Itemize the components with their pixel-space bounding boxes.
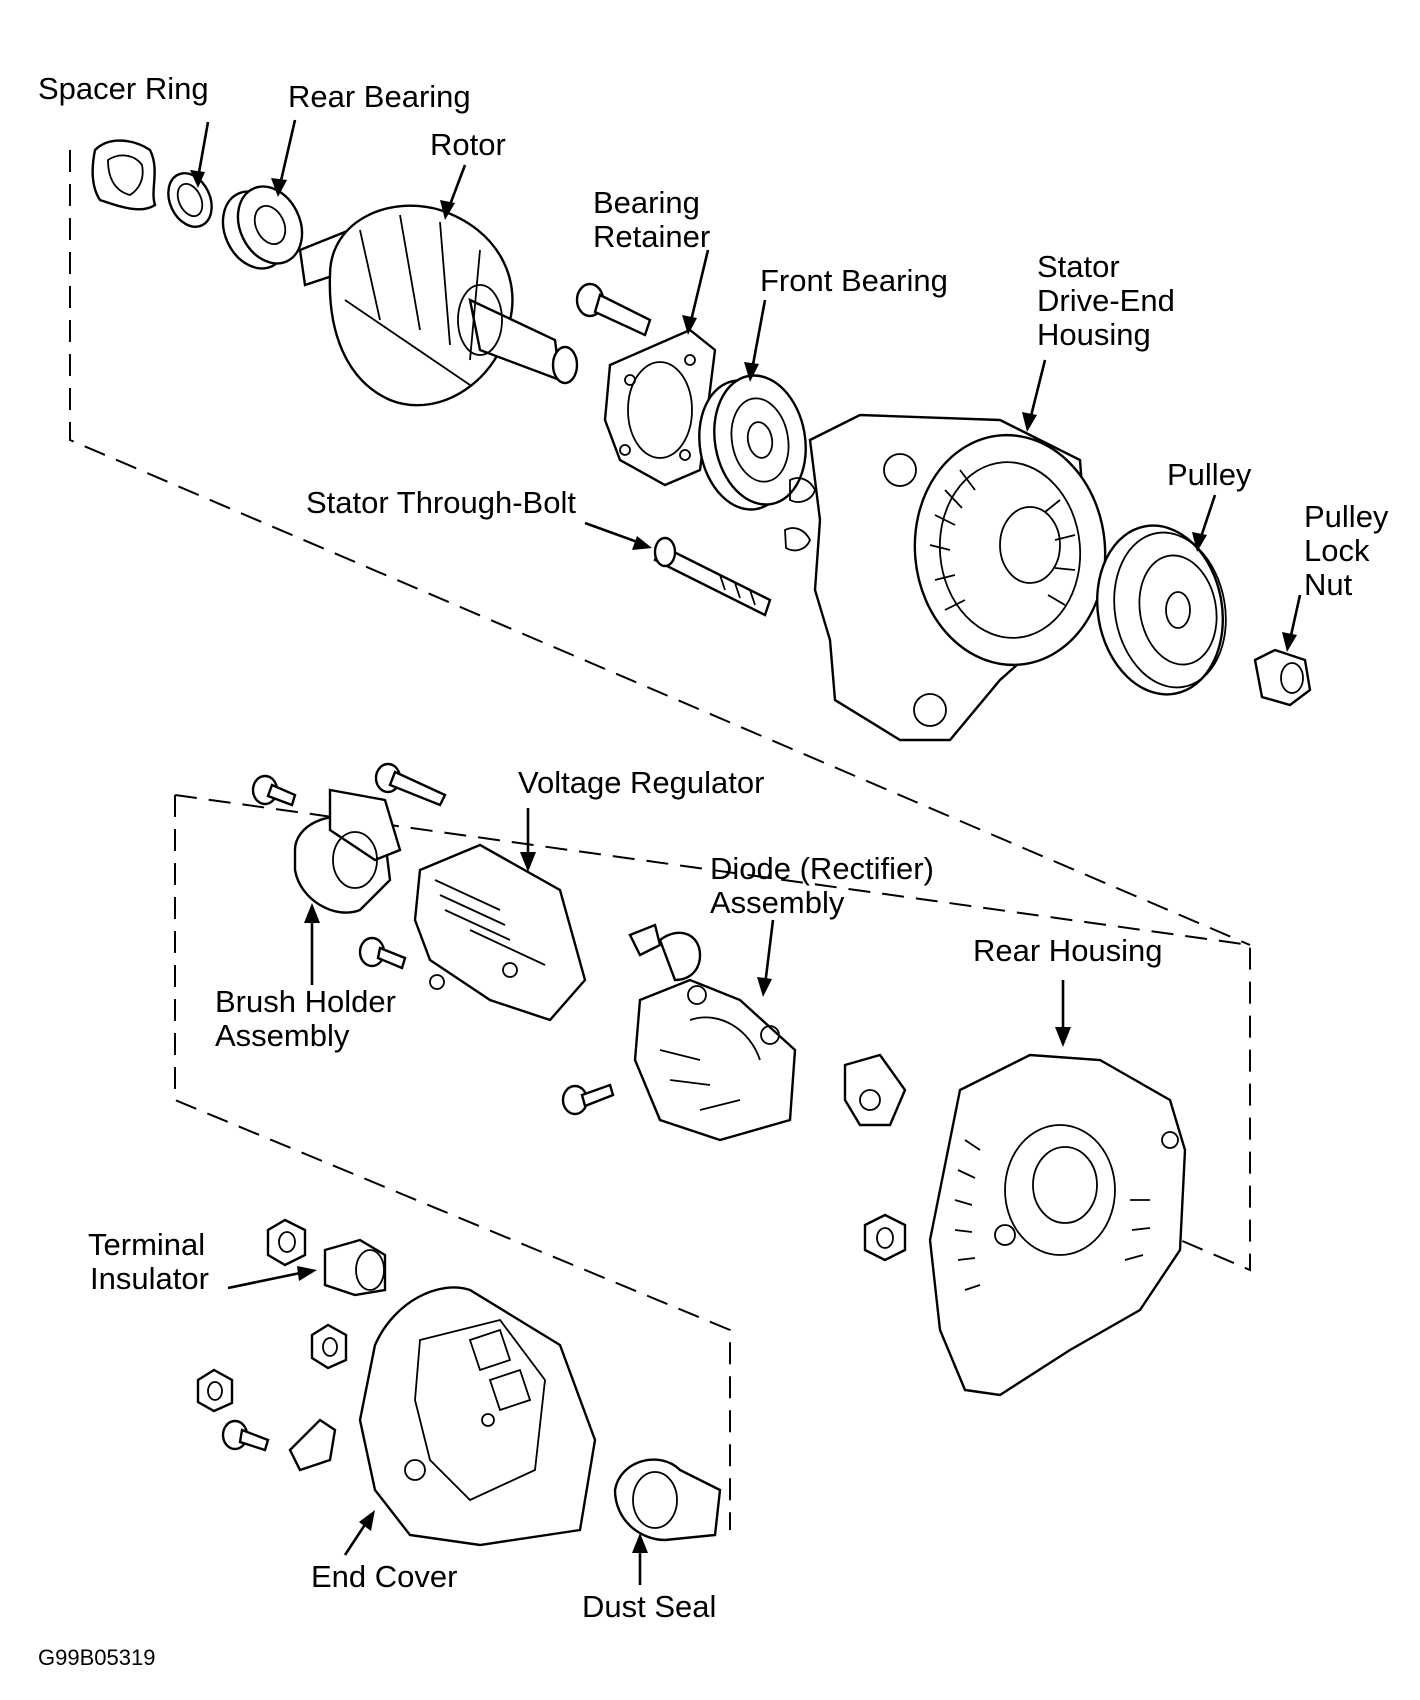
terminal-plate-part <box>843 1053 907 1127</box>
terminal-insulator-part <box>323 1238 387 1297</box>
end-cover-part <box>358 1286 597 1547</box>
label-dust-seal: Dust Seal <box>582 1589 717 1624</box>
assembly-boundary-middle <box>174 795 731 1530</box>
rotor-part <box>298 204 579 407</box>
label-bearing-retainer-line1: Bearing <box>593 185 700 220</box>
label-rotor: Rotor <box>430 127 506 162</box>
rear-ring-part <box>167 172 213 228</box>
stator-through-bolt-part <box>653 536 772 617</box>
screws-top-part <box>251 762 447 807</box>
retainer-bolt-part <box>575 282 652 337</box>
front-bearing-part <box>698 374 807 511</box>
label-stator-line2: Drive-End <box>1037 283 1175 318</box>
end-cover-nut-part <box>196 1323 348 1452</box>
end-cover-clip-part <box>288 1418 337 1472</box>
label-terminal-insulator-line1: Terminal <box>88 1227 206 1262</box>
pulley-part <box>1095 524 1227 696</box>
dust-seal-part <box>613 1458 722 1542</box>
diode-screw-part <box>561 1083 615 1116</box>
label-stator-line3: Housing <box>1037 317 1151 352</box>
voltage-regulator-part <box>413 843 587 1022</box>
label-rear-housing: Rear Housing <box>973 933 1163 968</box>
label-stator-line1: Stator <box>1037 249 1120 284</box>
stator-housing-part <box>784 413 1107 742</box>
terminal-nut-part <box>266 1218 307 1267</box>
label-pulley-lock-nut-line1: Pulley <box>1304 499 1389 534</box>
label-stator-through-bolt: Stator Through-Bolt <box>306 485 576 520</box>
label-terminal-insulator-line2: Insulator <box>90 1261 209 1296</box>
label-pulley-lock-nut-line2: Lock <box>1304 533 1370 568</box>
label-voltage-regulator: Voltage Regulator <box>518 765 765 800</box>
rear-bearing-part <box>221 185 304 270</box>
label-end-cover: End Cover <box>311 1559 458 1594</box>
label-spacer-ring: Spacer Ring <box>38 71 209 106</box>
brush-holder-part <box>293 788 402 914</box>
leader-arrows <box>190 119 1302 1585</box>
assembly-boundary-top <box>69 150 1251 946</box>
label-pulley-lock-nut-line3: Nut <box>1304 567 1353 602</box>
label-diode-line1: Diode (Rectifier) <box>710 851 934 886</box>
label-brush-holder-line1: Brush Holder <box>215 984 396 1019</box>
assembly-boundary-right <box>174 794 1251 1272</box>
label-pulley: Pulley <box>1167 457 1252 492</box>
label-rear-bearing: Rear Bearing <box>288 79 471 114</box>
figure-code: G99B05319 <box>38 1645 156 1670</box>
label-bearing-retainer-line2: Retainer <box>593 219 711 254</box>
rear-housing-part <box>928 1053 1187 1397</box>
bearing-retainer-part <box>603 328 717 487</box>
label-brush-holder-line2: Assembly <box>215 1018 350 1053</box>
pulley-lock-nut-part <box>1253 648 1312 707</box>
label-front-bearing: Front Bearing <box>760 263 948 298</box>
regulator-screw-part <box>358 936 445 990</box>
diode-rectifier-part <box>628 923 797 1142</box>
label-diode-line2: Assembly <box>710 885 845 920</box>
spacer-ring-part <box>91 139 157 211</box>
rear-housing-nut-part <box>863 1213 907 1262</box>
